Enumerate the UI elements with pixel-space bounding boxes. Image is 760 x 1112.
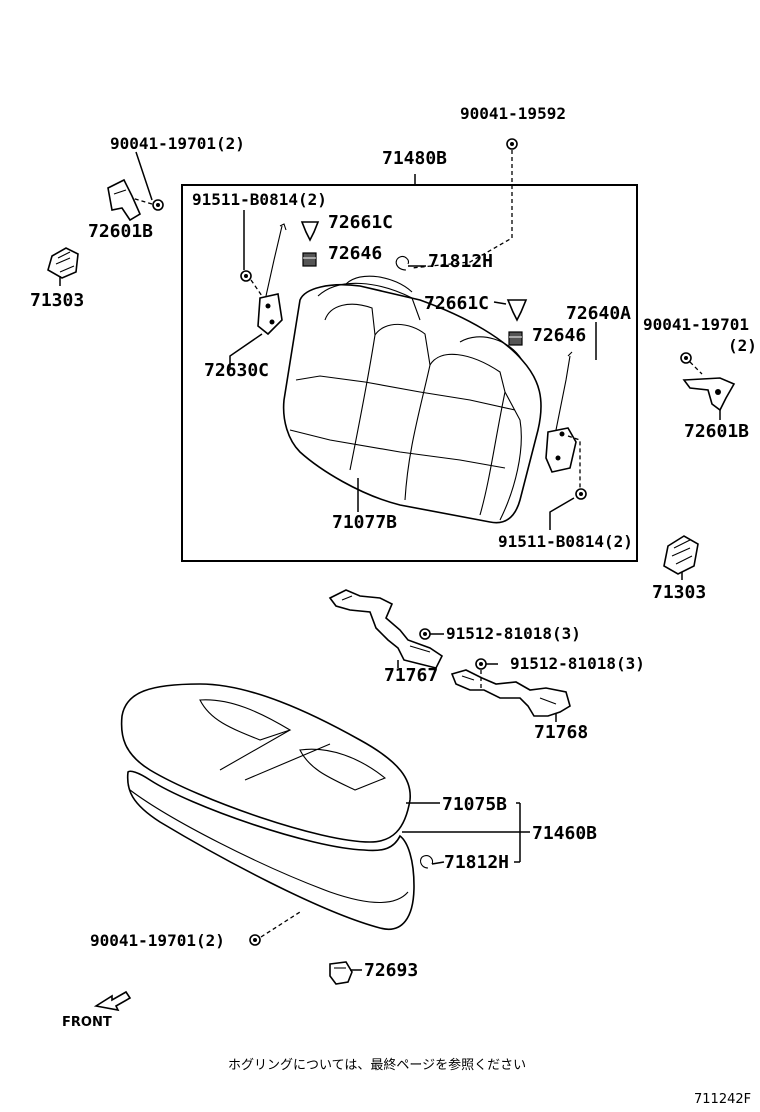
bolt-91512-81018-b[interactable] <box>475 658 487 670</box>
bolt-91511-b0814-bottom[interactable] <box>575 488 587 500</box>
label-91512-81018-b: 91512-81018(3) <box>510 654 645 673</box>
bolt-90041-19592[interactable] <box>506 138 518 150</box>
label-91511-b0814-bottom: 91511-B0814(2) <box>498 532 633 551</box>
bracket-71768[interactable] <box>450 669 571 717</box>
latch-72630c[interactable] <box>257 223 287 336</box>
clip-72661c-a[interactable] <box>300 221 320 242</box>
label-qty-2-right: (2) <box>728 336 757 355</box>
bracket-71767[interactable] <box>328 589 444 669</box>
label-71303-left: 71303 <box>30 290 84 311</box>
label-90041-19701-top: 90041-19701(2) <box>110 134 245 153</box>
seat-frame-71460b[interactable] <box>126 770 415 930</box>
label-71077b: 71077B <box>332 512 397 533</box>
label-72646-a: 72646 <box>328 243 382 264</box>
label-90041-19701-right: 90041-19701 <box>643 315 749 334</box>
cover-71303-right[interactable] <box>663 535 699 575</box>
bolt-90041-19701-top[interactable] <box>152 199 164 211</box>
bolt-91512-81018-a[interactable] <box>419 628 431 640</box>
label-71812h-top: 71812H <box>428 251 493 272</box>
label-71812h-bottom: 71812H <box>444 852 509 873</box>
bolt-91511-b0814-top[interactable] <box>240 270 252 282</box>
label-90041-19701-bottom: 90041-19701(2) <box>90 931 225 950</box>
footer-note: ホグリングについては、最終ページを参照ください <box>228 1057 526 1073</box>
label-71303-right: 71303 <box>652 582 706 603</box>
figure-code: 711242F <box>694 1092 751 1107</box>
seat-cushion-71075b[interactable] <box>120 683 411 843</box>
cover-71303-left[interactable] <box>47 247 79 279</box>
label-71460b: 71460B <box>532 823 597 844</box>
label-72601b-right: 72601B <box>684 421 749 442</box>
label-72601b-left: 72601B <box>88 221 153 242</box>
label-72661c-b: 72661C <box>424 293 489 314</box>
label-71768: 71768 <box>534 722 588 743</box>
bolt-90041-19701-bottom[interactable] <box>249 934 261 946</box>
label-72693: 72693 <box>364 960 418 981</box>
seatback-assembly-box <box>181 184 638 562</box>
label-91512-81018-a: 91512-81018(3) <box>446 624 581 643</box>
label-72630c: 72630C <box>204 360 269 381</box>
label-72646-b: 72646 <box>532 325 586 346</box>
nut-72646-b[interactable] <box>508 331 523 346</box>
hog-ring-71812h-bottom[interactable] <box>419 855 434 869</box>
nut-72646-a[interactable] <box>302 252 317 267</box>
label-72661c-a: 72661C <box>328 212 393 233</box>
label-71480b: 71480B <box>382 148 447 169</box>
label-90041-19592: 90041-19592 <box>460 104 566 123</box>
seatback-cushion-71077b[interactable] <box>282 275 542 524</box>
clip-72693[interactable] <box>329 961 353 985</box>
label-72640a: 72640A <box>566 303 631 324</box>
bolt-90041-19701-right[interactable] <box>680 352 692 364</box>
hog-ring-71812h-top[interactable] <box>395 256 409 271</box>
label-71767: 71767 <box>384 665 438 686</box>
hinge-72601b-left[interactable] <box>107 178 142 222</box>
hinge-72601b-right[interactable] <box>682 377 736 412</box>
latch-72640a[interactable] <box>545 351 577 473</box>
clip-72661c-b[interactable] <box>506 299 528 322</box>
label-front: FRONT <box>62 1015 112 1030</box>
label-91511-b0814-top: 91511-B0814(2) <box>192 190 327 209</box>
label-71075b: 71075B <box>442 794 507 815</box>
front-arrow-icon <box>93 990 132 1012</box>
